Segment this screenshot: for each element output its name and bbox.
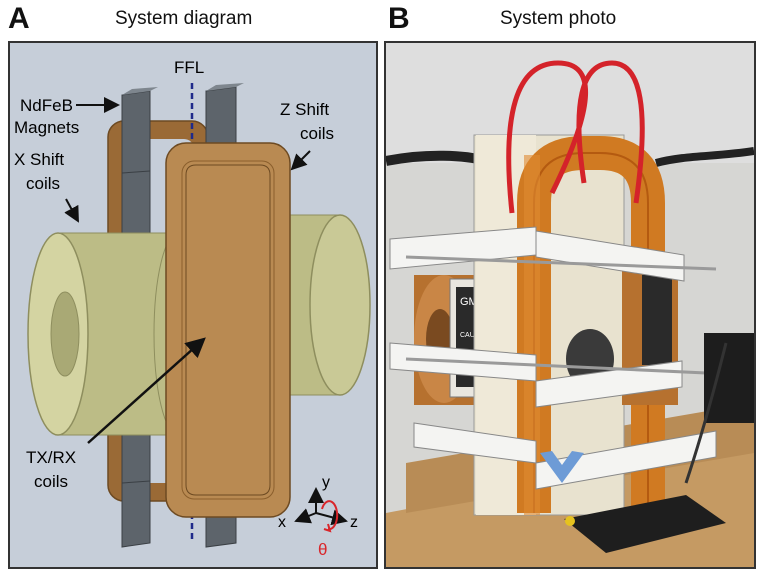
magnets-label-line2: Magnets	[14, 118, 79, 137]
z-shift-label-line1: Z Shift	[280, 100, 329, 119]
txrx-arrow	[87, 337, 206, 444]
panel-b-letter: B	[388, 2, 410, 35]
ffl-label: FFL	[174, 58, 204, 77]
system-photo-panel: GMW CAUTION	[384, 41, 756, 569]
photo-white-bars	[389, 226, 717, 490]
z-shift-arrow	[290, 150, 311, 171]
txrx-label-line1: TX/RX	[26, 448, 76, 467]
photo-blue-tape	[540, 451, 584, 483]
photo-stage	[704, 333, 754, 423]
panel-a-title: System diagram	[115, 8, 253, 29]
axis-x-label: x	[278, 514, 286, 531]
x-shift-label-line1: X Shift	[14, 150, 64, 169]
photo-red-tubes	[506, 60, 645, 214]
photo-rail	[564, 495, 726, 553]
system-diagram-svg: FFL NdFeB Magnets Z Shift coils X Shift …	[14, 58, 371, 559]
magnets-label-line1: NdFeB	[20, 96, 73, 115]
axis-theta-label: θ	[318, 540, 327, 559]
txrx-label-line2: coils	[34, 472, 68, 491]
panel-b-title: System photo	[500, 8, 617, 29]
x-shift-arrow	[64, 198, 79, 223]
z-shift-coil-front	[165, 142, 291, 518]
system-photo-svg: GMW CAUTION	[386, 43, 754, 567]
axis-z-label: z	[350, 514, 358, 531]
axes-indicator	[294, 487, 348, 533]
x-shift-label-line2: coils	[26, 174, 60, 193]
panel-a-letter: A	[8, 2, 30, 35]
system-diagram-panel: FFL NdFeB Magnets Z Shift coils X Shift …	[8, 41, 378, 569]
z-shift-coil-opening	[185, 164, 271, 496]
axis-y-label: y	[322, 474, 330, 491]
z-shift-label-line2: coils	[300, 124, 334, 143]
